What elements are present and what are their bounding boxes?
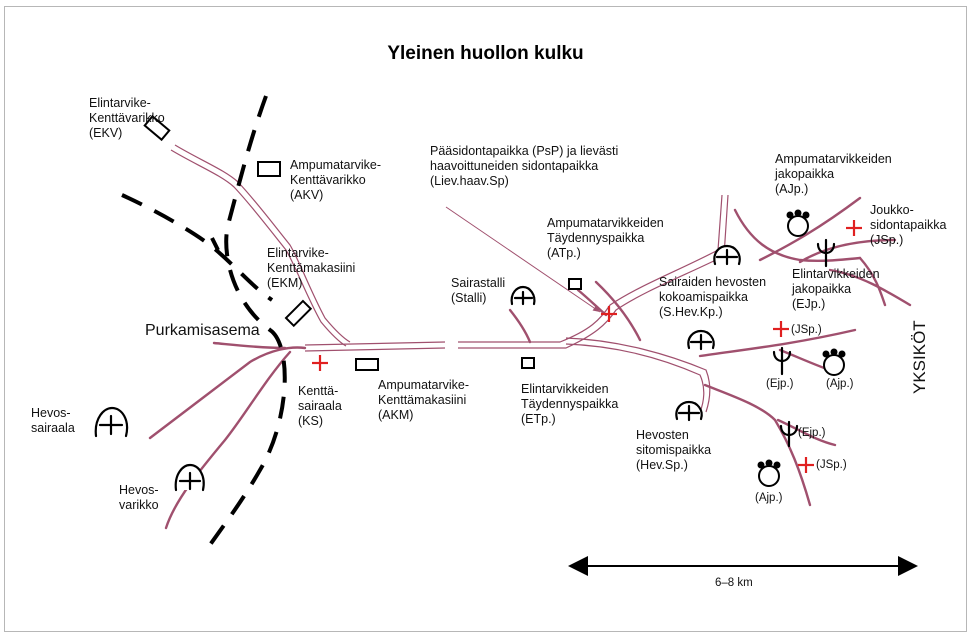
side-label-yksikot: YKSIKÖT	[910, 320, 929, 394]
label-ekm: Elintarvike-Kenttämakasiini(EKM)	[267, 246, 356, 290]
ekv-depot-icon	[143, 114, 171, 142]
label-akm: Ampumatarvike-Kenttämakasiini(AKM)	[378, 378, 469, 422]
psp-red-cross-icon	[601, 306, 617, 322]
label-jsp-top: Joukko-sidontapaikka(JSp.)	[870, 203, 947, 247]
atp-point-icon	[568, 278, 582, 290]
front-line	[121, 95, 287, 554]
psp-pointer-arrow	[445, 206, 601, 313]
label-hevossairaala: Hevos-sairaala	[31, 406, 75, 435]
hevsp-icon	[675, 400, 703, 422]
akm-depot-icon	[355, 358, 379, 371]
hevsp-upper-icon	[687, 329, 715, 351]
main-roads	[170, 144, 729, 413]
jsp-top-red-cross-icon	[846, 220, 862, 236]
distance-label: 6–8 km	[715, 577, 753, 589]
label-stalli: Sairastalli(Stalli)	[451, 276, 506, 305]
jsp-mid-red-cross-icon	[773, 321, 789, 337]
front-line-tick	[210, 237, 220, 251]
label-hevosvarikko: Hevos-varikko	[119, 483, 159, 512]
hevossairaala-icon	[94, 406, 129, 438]
ajp-mid-icon	[822, 348, 846, 376]
etp-point-icon	[521, 357, 535, 369]
label-ks: Kenttä-sairaala(KS)	[298, 384, 342, 428]
ejp-low-icon	[779, 420, 799, 448]
ks-red-cross-icon	[312, 355, 328, 371]
akv-depot-icon	[257, 161, 281, 177]
stalli-icon	[510, 285, 536, 306]
shev-icon	[713, 244, 741, 266]
label-ejp-mid: (Ejp.)	[766, 378, 794, 390]
label-ejp-low: (Ejp.)	[798, 427, 826, 439]
label-ajp-mid: (Ajp.)	[826, 378, 854, 390]
label-akv: Ampumatarvike-Kenttävarikko(AKV)	[290, 158, 381, 202]
ejp-mid-icon	[772, 346, 792, 376]
ajp-top-icon	[786, 209, 810, 237]
diagram-title: Yleinen huollon kulku	[387, 43, 584, 64]
secondary-roads	[148, 196, 912, 530]
diagram-frame	[4, 6, 967, 632]
jsp-low-red-cross-icon	[798, 457, 814, 473]
label-jsp-low: (JSp.)	[816, 459, 847, 471]
label-ajp-low: (Ajp.)	[755, 492, 783, 504]
ejp-top-icon	[816, 238, 836, 268]
label-jsp-mid: (JSp.)	[791, 324, 822, 336]
ekm-depot-icon	[284, 299, 313, 328]
ajp-low-icon	[757, 459, 781, 487]
label-ekv: Elintarvike-Kenttävarikko(EKV)	[89, 96, 165, 140]
hevosvarikko-icon	[174, 463, 205, 492]
label-purkamisasema: Purkamisasema	[145, 322, 260, 339]
